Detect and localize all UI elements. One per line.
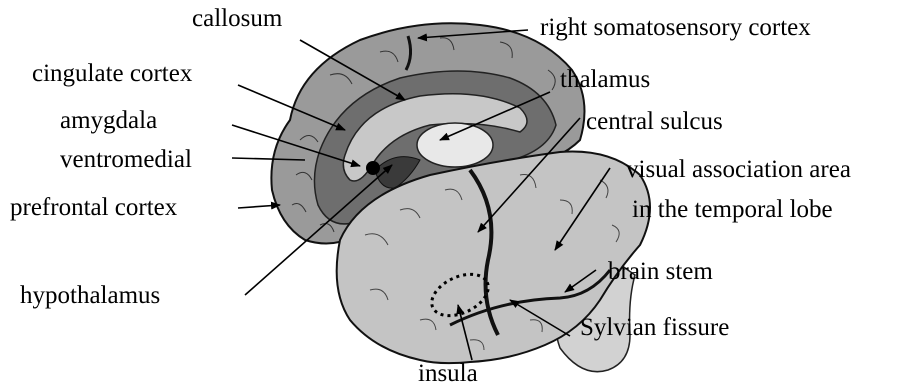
amygdala-dot: [366, 161, 380, 175]
label-insula: insula: [418, 360, 478, 388]
leader-prefrontal: [238, 205, 280, 208]
label-central-sulcus: central sulcus: [586, 108, 723, 136]
label-right-somatosensory-cortex: right somatosensory cortex: [540, 14, 811, 42]
label-amygdala: amygdala: [60, 107, 157, 135]
label-callosum: callosum: [192, 5, 282, 33]
label-in-the-temporal-lobe: in the temporal lobe: [632, 196, 833, 224]
label-cingulate-cortex: cingulate cortex: [32, 60, 192, 88]
label-hypothalamus: hypothalamus: [20, 282, 160, 310]
thalamus-shape: [417, 123, 493, 167]
label-ventromedial: ventromedial: [60, 146, 192, 174]
label-thalamus: thalamus: [560, 66, 650, 94]
label-sylvian-fissure: Sylvian fissure: [580, 314, 729, 342]
label-brain-stem: brain stem: [608, 258, 713, 286]
label-prefrontal-cortex: prefrontal cortex: [10, 194, 177, 222]
label-visual-association-area: visual association area: [626, 156, 851, 184]
